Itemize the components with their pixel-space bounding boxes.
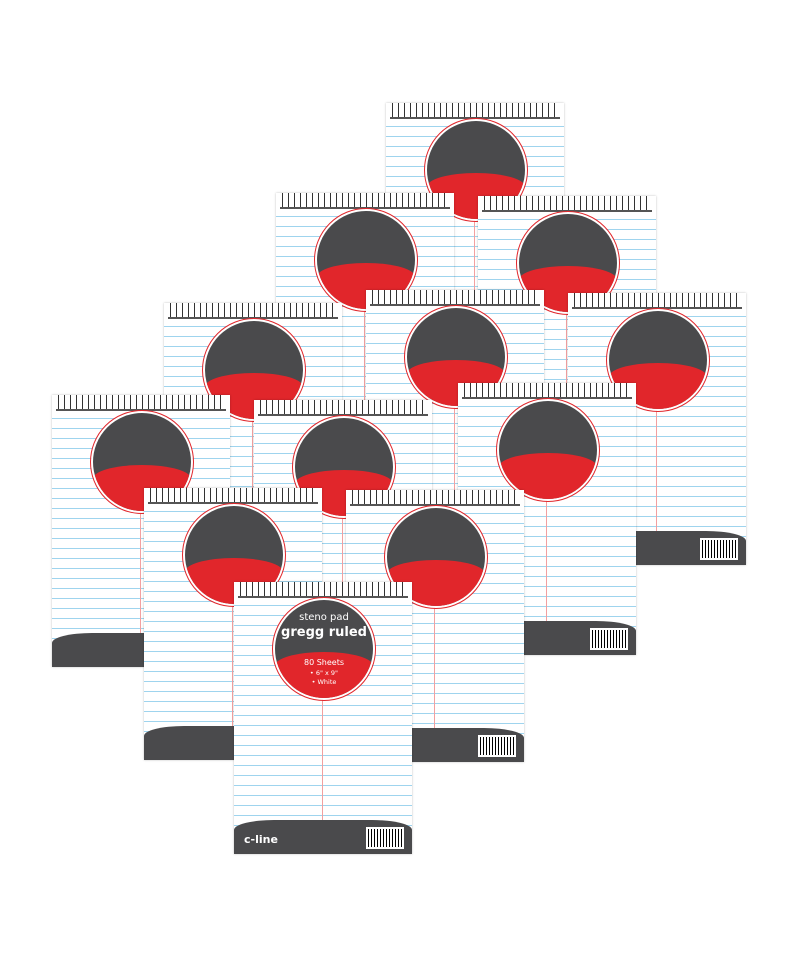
barcode: [700, 538, 738, 560]
label-badge: [496, 398, 600, 502]
margin-line: [342, 414, 343, 672]
spiral-binding: [370, 290, 540, 306]
paper-color: • White: [311, 678, 337, 686]
spiral-binding: [482, 196, 652, 212]
back-cover-footer: c-line: [234, 820, 412, 854]
spiral-binding: [168, 303, 338, 319]
pad-size: • 6" x 9": [309, 669, 339, 677]
spiral-binding: [148, 488, 318, 504]
barcode: [478, 735, 516, 757]
margin-line: [566, 210, 567, 468]
steno-pad: steno pad gregg ruled 80 Sheets • 6" x 9"•…: [234, 582, 412, 854]
margin-line: [140, 409, 141, 667]
barcode: [366, 827, 404, 849]
brand-logo: c-line: [244, 833, 278, 846]
spiral-binding: [390, 103, 560, 119]
margin-line: [454, 304, 455, 562]
spiral-binding: [462, 383, 632, 399]
label-specs: 80 Sheets • 6" x 9"• White: [275, 652, 373, 698]
margin-line: [474, 117, 475, 375]
label-badge: steno pad gregg ruled 80 Sheets • 6" x 9"•…: [272, 597, 376, 701]
margin-line: [434, 504, 435, 762]
margin-line: [546, 397, 547, 655]
margin-line: [322, 596, 323, 854]
spiral-binding: [258, 400, 428, 416]
margin-line: [656, 307, 657, 565]
spiral-binding: [280, 193, 450, 209]
spiral-binding: [56, 395, 226, 411]
barcode: [590, 628, 628, 650]
label-subtitle: steno pad: [299, 612, 349, 623]
margin-line: [232, 502, 233, 760]
margin-line: [252, 317, 253, 575]
label-title: gregg ruled: [281, 625, 367, 640]
sheet-count: 80 Sheets: [303, 658, 345, 667]
spiral-binding: [350, 490, 520, 506]
spiral-binding: [572, 293, 742, 309]
margin-line: [364, 207, 365, 465]
spiral-binding: [238, 582, 408, 598]
